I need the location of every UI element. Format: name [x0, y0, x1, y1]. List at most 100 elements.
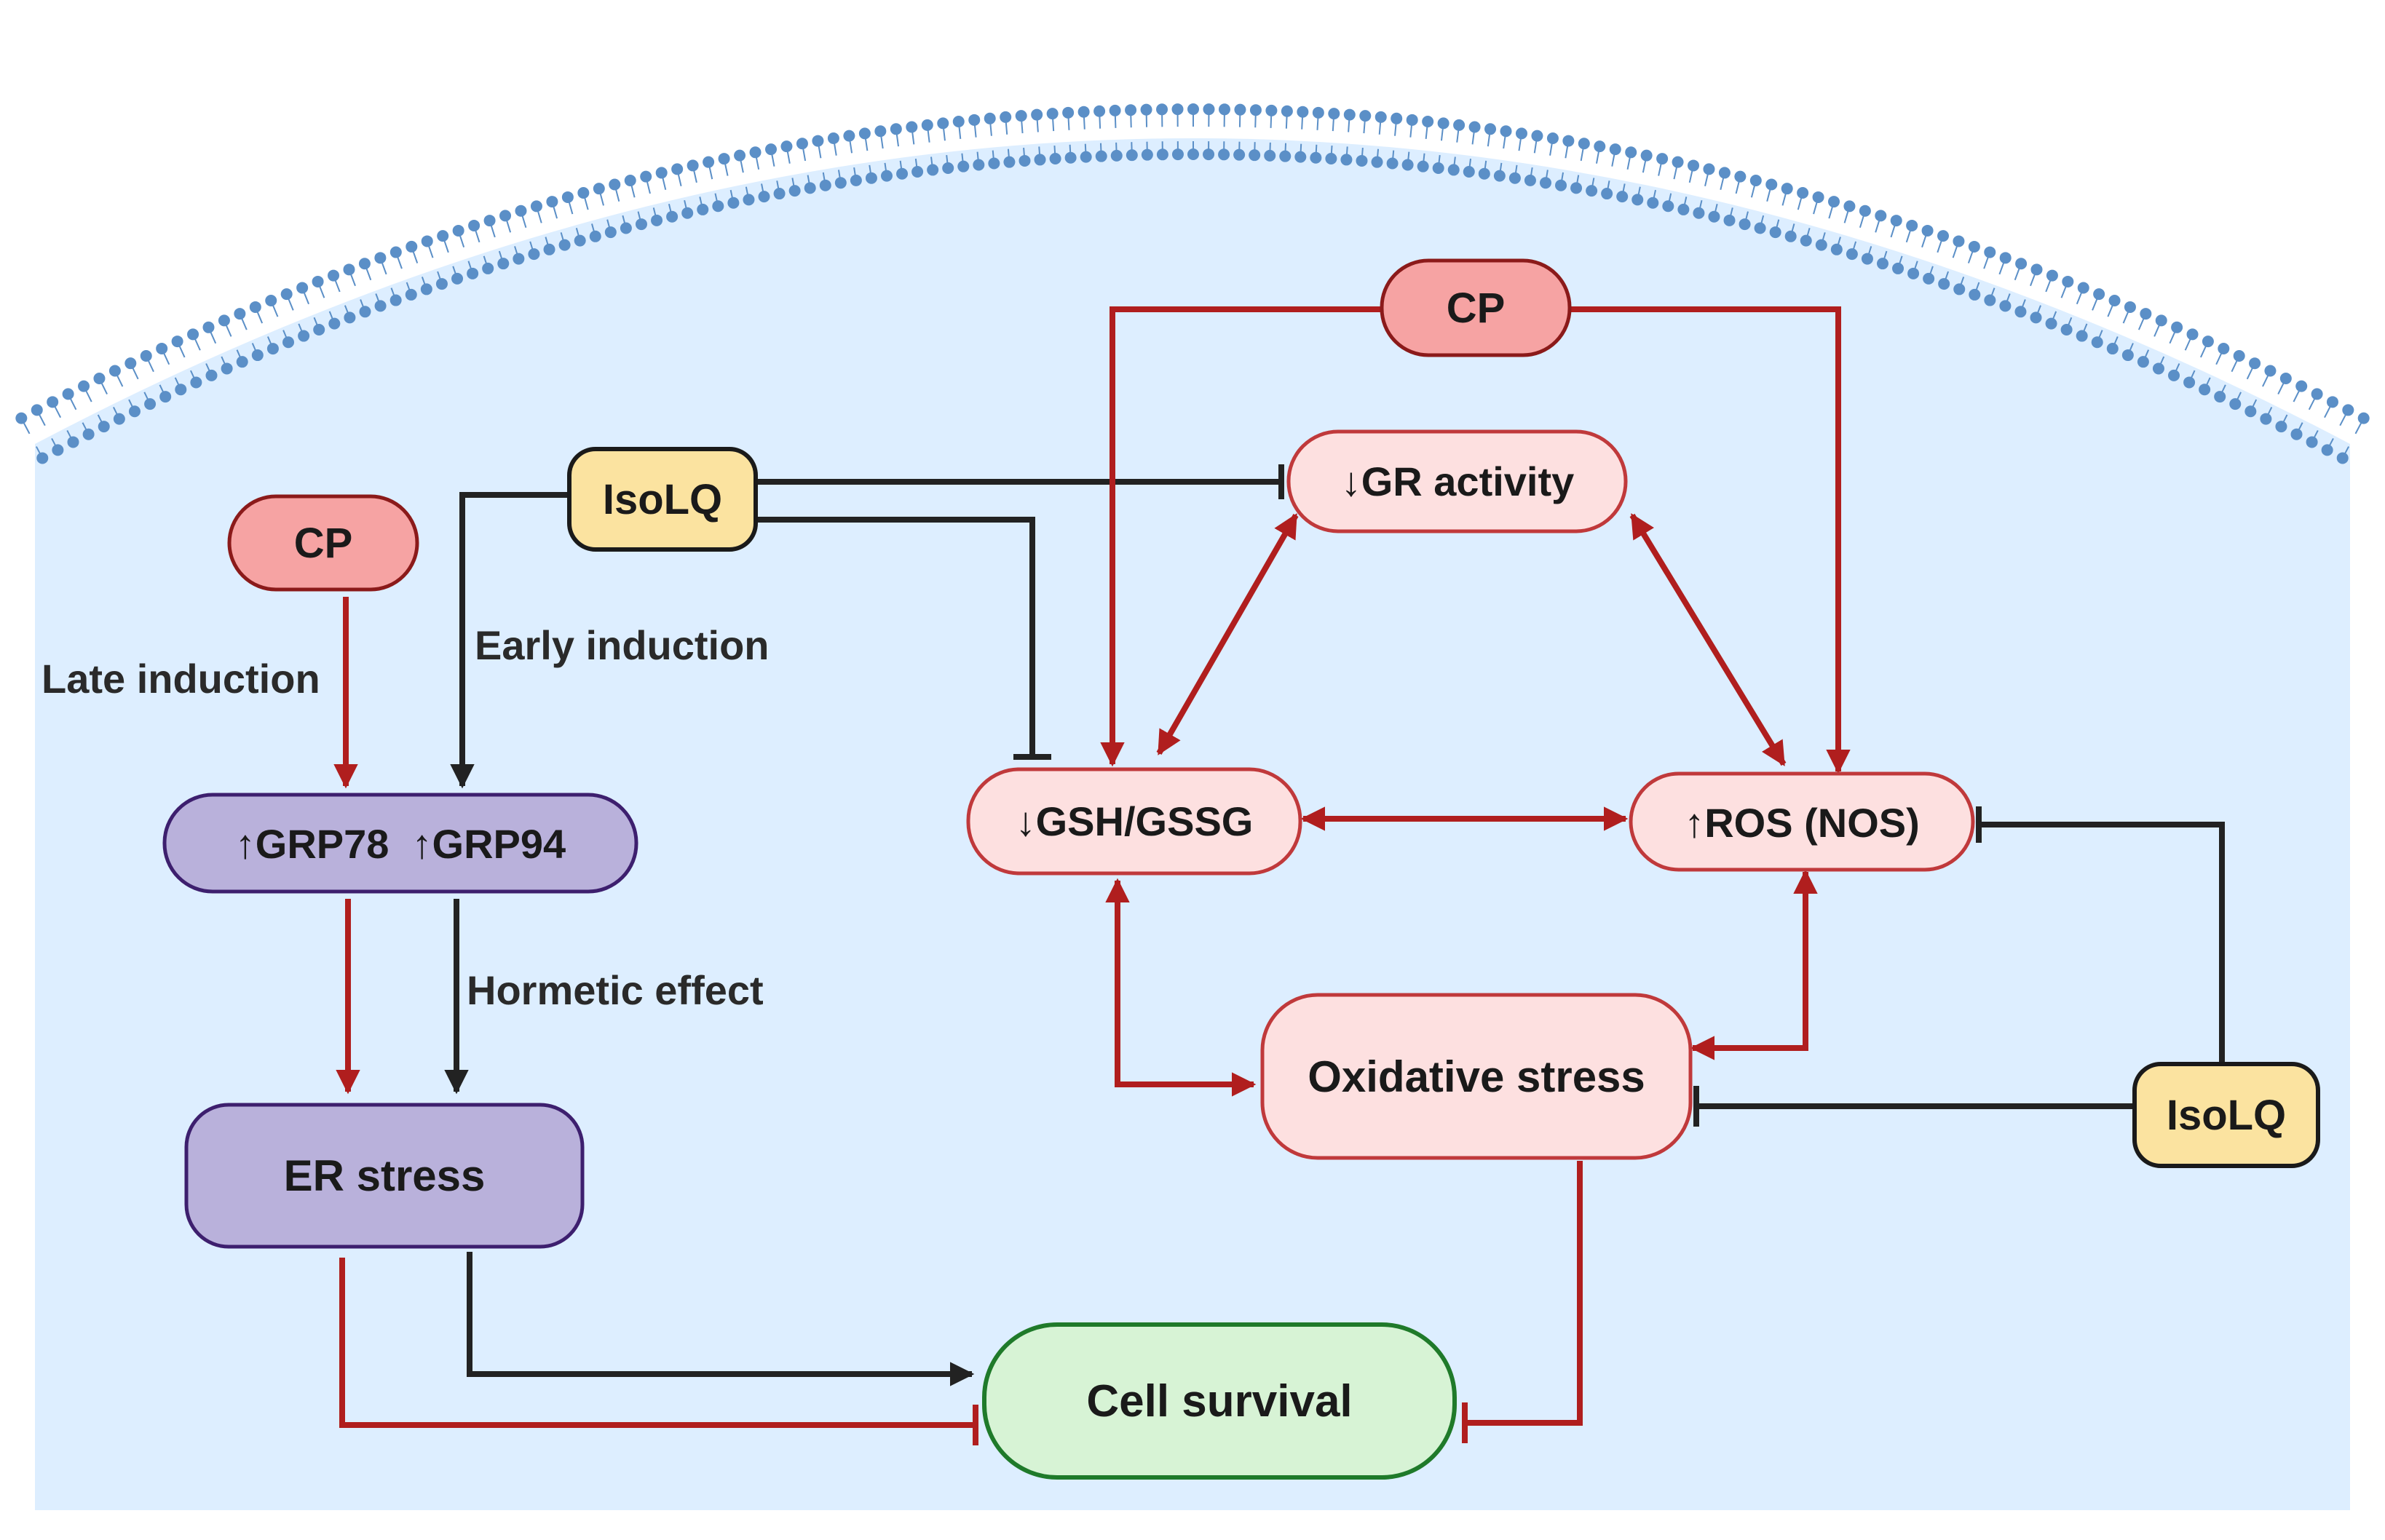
- lipid-head: [1078, 106, 1090, 118]
- lipid-head: [2078, 282, 2089, 293]
- node-cell-survival-label: Cell survival: [1086, 1376, 1352, 1426]
- node-er-stress: ER stress: [186, 1105, 582, 1247]
- lipid-head: [942, 162, 954, 174]
- lipid-head: [687, 159, 699, 171]
- lipid-head: [375, 300, 387, 311]
- lipid-head: [1547, 132, 1559, 144]
- lipid-head: [593, 183, 605, 194]
- lipid-head: [2168, 370, 2180, 381]
- lipid-head: [1594, 140, 1605, 152]
- lipid-head: [927, 164, 938, 175]
- node-isolq-top: IsoLQ: [569, 449, 756, 549]
- lipid-head: [1157, 148, 1168, 160]
- lipid-head: [1846, 248, 1858, 260]
- lipid-head: [1923, 273, 1934, 285]
- lipid-head: [703, 156, 714, 168]
- lipid-head: [1294, 151, 1306, 163]
- lipid-head: [1110, 105, 1121, 116]
- lipid-head: [1313, 107, 1324, 119]
- lipid-head: [129, 405, 141, 417]
- lipid-head: [2092, 336, 2103, 348]
- node-cp-top-label: CP: [1447, 285, 1506, 332]
- lipid-head: [328, 270, 339, 282]
- lipid-head: [625, 175, 636, 186]
- lipid-head: [727, 197, 739, 209]
- lipid-head: [1172, 103, 1184, 115]
- lipid-head: [1616, 191, 1628, 202]
- lipid-head: [1340, 154, 1352, 165]
- lipid-head: [896, 168, 908, 180]
- lipid-head: [482, 263, 494, 274]
- lipid-head: [83, 429, 95, 440]
- lipid-head: [453, 225, 464, 237]
- lipid-head: [421, 283, 432, 295]
- node-cp-left-label: CP: [294, 520, 353, 567]
- lipid-head: [2014, 306, 2026, 317]
- lipid-head: [1984, 247, 1996, 258]
- lipid-head: [2358, 413, 2370, 424]
- lipid-head: [156, 343, 167, 354]
- lipid-head: [988, 158, 1000, 170]
- lipid-head: [531, 200, 542, 212]
- lipid-head: [1953, 235, 1964, 247]
- lipid-head: [344, 311, 355, 323]
- lipid-head: [1540, 177, 1551, 188]
- lipid-head: [1813, 191, 1824, 203]
- lipid-head: [52, 444, 63, 456]
- lipid-head: [328, 318, 340, 330]
- lipid-head: [651, 215, 662, 226]
- lipid-head: [2140, 308, 2151, 319]
- lipid-head: [1249, 149, 1260, 161]
- lipid-head: [1359, 110, 1371, 122]
- lipid-head: [359, 258, 371, 269]
- lipid-head: [218, 314, 230, 326]
- lipid-head: [1509, 172, 1521, 184]
- lipid-head: [937, 117, 949, 129]
- lipid-head: [31, 404, 43, 416]
- lipid-head: [968, 114, 980, 126]
- lipid-head: [1999, 300, 2011, 311]
- lipid-head: [2031, 263, 2043, 275]
- lipid-head: [1816, 239, 1827, 251]
- lipid-head: [2229, 398, 2241, 410]
- lipid-head: [1433, 162, 1444, 174]
- node-gr-activity-label: ↓GR activity: [1341, 459, 1575, 504]
- lipid-head: [1463, 166, 1475, 178]
- lipid-head: [221, 362, 233, 374]
- lipid-head: [859, 127, 871, 139]
- lipid-head: [202, 322, 214, 333]
- node-oxidative-stress-label: Oxidative stress: [1308, 1052, 1645, 1101]
- lipid-head: [866, 172, 877, 184]
- lipid-head: [1407, 114, 1418, 126]
- lipid-head: [1892, 263, 1904, 274]
- lipid-head: [774, 188, 786, 199]
- lipid-head: [1003, 156, 1015, 168]
- lipid-head: [590, 231, 601, 242]
- lipid-head: [1080, 151, 1092, 163]
- lipid-head: [1203, 148, 1214, 160]
- lipid-head: [1187, 148, 1199, 160]
- lipid-head: [2295, 381, 2307, 392]
- label-early-induction: Early induction: [475, 622, 770, 668]
- lipid-head: [796, 138, 808, 149]
- lipid-head: [574, 235, 586, 247]
- lipid-head: [1770, 226, 1781, 238]
- lipid-head: [2327, 396, 2338, 408]
- lipid-head: [1601, 188, 1613, 199]
- lipid-head: [1781, 183, 1793, 194]
- lipid-head: [144, 398, 156, 410]
- lipid-head: [436, 278, 448, 290]
- lipid-head: [359, 306, 371, 317]
- lipid-head: [2244, 405, 2256, 417]
- lipid-head: [499, 210, 511, 221]
- lipid-head: [2046, 270, 2058, 282]
- lipid-head: [1279, 151, 1291, 162]
- lipid-head: [1126, 149, 1138, 161]
- lipid-head: [1219, 103, 1230, 115]
- lipid-head: [1375, 111, 1387, 123]
- lipid-head: [281, 288, 293, 300]
- lipid-head: [1035, 154, 1046, 165]
- lipid-head: [1984, 295, 1996, 306]
- node-gr-activity: ↓GR activity: [1289, 432, 1626, 531]
- lipid-head: [1797, 187, 1808, 199]
